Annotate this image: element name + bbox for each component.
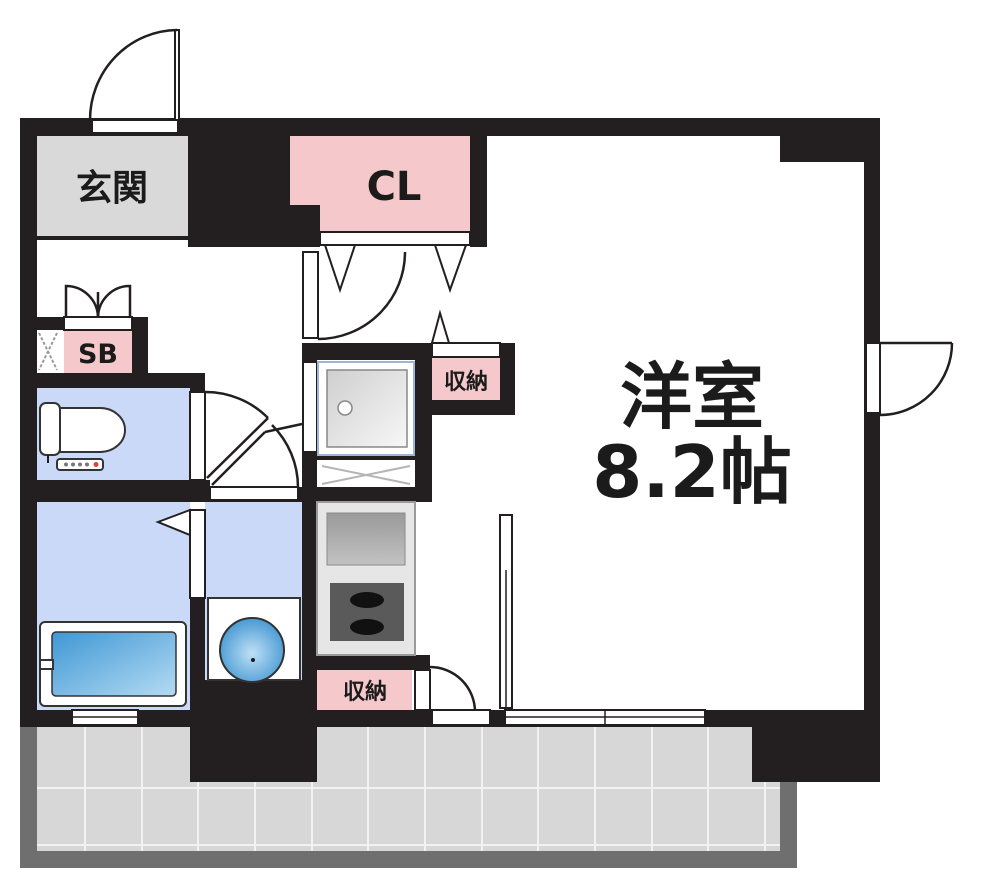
wall-closet-corner <box>290 205 320 247</box>
closet-door-left-icon <box>323 244 357 294</box>
bathtub-basin <box>51 631 177 697</box>
wall-laundry-right <box>415 343 432 500</box>
closet-label: CL <box>367 164 422 210</box>
washroom-door-leaf <box>211 431 266 486</box>
toilet-control-button <box>71 462 75 467</box>
wall-closet-right <box>470 118 487 247</box>
balcony <box>20 727 797 868</box>
wall-kitchen-top <box>302 487 432 502</box>
entrance-floor <box>37 135 188 236</box>
wall-toilet-right-top <box>190 375 205 392</box>
washroom-door-swing-icon <box>271 424 300 488</box>
wall-toilet-bottom <box>20 480 210 502</box>
western-room-side-door-frame <box>865 342 881 414</box>
stove-burner-icon <box>350 619 384 635</box>
closet-door-track <box>319 231 471 246</box>
laundry-sliding-panel <box>302 361 318 453</box>
storage-lower-floor <box>317 670 412 710</box>
wall-right <box>864 118 880 782</box>
wall-storage-upper-bottom <box>430 400 515 415</box>
pillar-balcony-left <box>190 680 317 782</box>
wall-laundry-top <box>302 343 432 360</box>
pillar-balcony-right <box>752 710 880 782</box>
toilet-control-button <box>64 462 68 467</box>
storage-upper-door <box>431 342 501 358</box>
toilet-bowl <box>59 407 126 453</box>
closet-floor <box>290 136 470 232</box>
washroom-door-threshold <box>209 486 299 501</box>
wash-basin-drain <box>251 658 255 662</box>
wall-laundry-bottom <box>317 455 415 460</box>
fixtures <box>39 361 416 707</box>
entrance-door-leaf <box>174 29 180 121</box>
wall-entrance-bottom <box>37 236 188 240</box>
shoe-box-floor <box>64 330 132 373</box>
toilet-door-swing-icon <box>204 390 269 419</box>
storage-upper-label: 収納 <box>444 369 488 395</box>
entrance-door-threshold <box>91 119 179 134</box>
toilet-icon <box>39 402 126 471</box>
western-room-size-label: 8.2帖 <box>592 430 792 514</box>
toilet-control-button <box>85 462 89 467</box>
crossed-space-cross-icon <box>321 465 411 485</box>
wash-basin-bowl <box>219 617 285 683</box>
wall-shoe-box-right <box>132 317 148 387</box>
doors <box>37 28 954 726</box>
toilet-control-button <box>78 462 82 467</box>
shoe-box-side-cross-icon <box>38 332 58 371</box>
laundry-pan-icon <box>317 361 415 456</box>
room-labels: 玄関 CL SB 収納 収納 洋室 8.2帖 <box>76 164 792 705</box>
shoe-box-door-right-icon <box>96 284 132 318</box>
toilet-door-frame <box>189 391 206 481</box>
bathtub-icon <box>39 621 187 707</box>
wash-basin-icon <box>207 597 301 683</box>
shoe-box-door-threshold <box>63 316 133 331</box>
pillar-top-right <box>780 118 880 162</box>
storage-lower-label: 収納 <box>343 679 387 705</box>
storage-lower-door-threshold <box>431 709 491 726</box>
laundry-pan-drain-icon <box>337 400 353 416</box>
washroom-door-edge <box>264 422 303 434</box>
pillar-entrance-closet <box>188 118 290 247</box>
entrance-door-swing-icon <box>88 28 178 121</box>
kitchen-counter-icon <box>316 501 416 656</box>
wall-western-room-left <box>500 343 515 415</box>
wall-kitchen-bottom <box>317 655 430 670</box>
stove-burner-icon <box>350 592 384 608</box>
western-room-label: 洋室 <box>620 355 764 439</box>
toilet-control-button-red <box>93 462 99 467</box>
shoe-box-door-left-icon <box>64 284 100 318</box>
storage-lower-door-swing-icon <box>429 665 477 713</box>
storage-upper-floor <box>432 357 500 400</box>
shoe-box-label: SB <box>78 339 118 370</box>
kitchen-sink <box>326 512 406 566</box>
hall-door-swing-icon <box>317 251 407 341</box>
toilet-door-leaf <box>206 417 269 479</box>
toilet-tank <box>39 402 61 456</box>
bath-door-frame <box>189 509 206 599</box>
bath-folding-door-icon <box>155 508 191 537</box>
storage-upper-door-icon <box>430 309 451 344</box>
hall-door-leaf <box>302 251 319 339</box>
entrance-label: 玄関 <box>76 168 148 209</box>
western-room-side-door-swing-icon <box>879 342 954 417</box>
wall-left <box>20 118 37 727</box>
wall-toilet-top <box>20 373 205 388</box>
closet-door-right-icon <box>433 244 468 294</box>
storage-lower-door-leaf <box>414 669 431 711</box>
bathtub-faucet-icon <box>39 659 54 670</box>
